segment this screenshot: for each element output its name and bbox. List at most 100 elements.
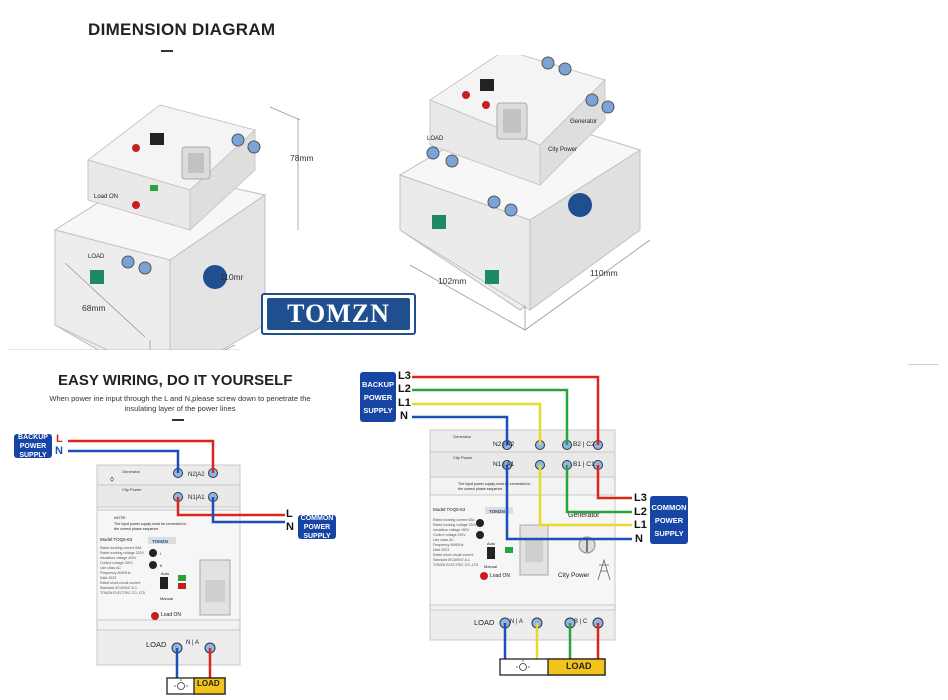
svg-text:the correct phase sequence: the correct phase sequence — [458, 487, 502, 491]
device-left: Load ON LOAD — [53, 104, 267, 350]
left-wire-in-l: L — [56, 433, 63, 445]
right-terminals-mid-right: B1 | C1 — [573, 461, 595, 468]
height-dimension-label: 78mm — [290, 153, 314, 163]
right-load-terminals-left: N | A — [510, 619, 523, 625]
svg-text:The input power supply must be: The input power supply must be connected… — [458, 482, 530, 486]
svg-text:City Power: City Power — [548, 147, 577, 153]
svg-text:Rated working current 63A: Rated working current 63A — [433, 518, 475, 522]
left-backup-power-tag: BACKUP POWER SUPPLY — [14, 434, 52, 459]
transmission-tower-icon — [597, 558, 611, 581]
right-terminals-mid-left: N1 | A1 — [493, 461, 515, 468]
svg-text:TOMZN: TOMZN — [489, 509, 505, 514]
svg-text:Auto: Auto — [161, 571, 170, 576]
svg-text:Auto: Auto — [487, 541, 496, 546]
svg-text:Generator: Generator — [570, 119, 597, 125]
svg-text:Frequency 50/60Hz: Frequency 50/60Hz — [433, 543, 464, 547]
left-load-terminal-label: LOAD — [146, 640, 167, 649]
svg-text:I: I — [160, 551, 161, 556]
svg-text:Control voltage 220V: Control voltage 220V — [100, 561, 133, 565]
svg-text:Standard IEC60947-6-1: Standard IEC60947-6-1 — [100, 586, 137, 590]
depth-dimension-label: 68mm — [82, 303, 106, 313]
svg-text:Generator: Generator — [122, 469, 141, 474]
svg-text:N1|A1: N1|A1 — [188, 495, 205, 501]
svg-text:City Power: City Power — [122, 487, 142, 492]
svg-text:TOMZN: TOMZN — [152, 539, 168, 544]
svg-text:Date 2023: Date 2023 — [100, 576, 116, 580]
title-dash — [161, 50, 173, 52]
svg-text:Use class AC: Use class AC — [100, 566, 121, 570]
svg-text:TOMZN ELECTRIC CO.,LTD.: TOMZN ELECTRIC CO.,LTD. — [100, 591, 146, 595]
knob-icon — [578, 536, 596, 554]
svg-text:City Power: City Power — [558, 572, 590, 579]
dimension-illustrations: Load ON LOAD City Power Generator LOAD — [8, 55, 651, 350]
right-wiring-diagram: Generator City Power Generator City Powe… — [412, 375, 632, 676]
right-wire-in-l3: L3 — [398, 370, 411, 382]
right-wire-out-n: N — [635, 533, 643, 545]
svg-text:Load ON: Load ON — [94, 194, 118, 200]
device-right: City Power Generator LOAD — [398, 55, 642, 311]
wiring-title: EASY WIRING, DO IT YOURSELF — [58, 372, 293, 389]
svg-text:City Power: City Power — [453, 455, 473, 460]
svg-text:Manual: Manual — [160, 596, 173, 601]
svg-text:TOMZN ELECTRIC CO.,LTD.: TOMZN ELECTRIC CO.,LTD. — [433, 563, 479, 567]
lamp-icon — [516, 660, 530, 671]
svg-text:Standard IEC60947-6-1: Standard IEC60947-6-1 — [433, 558, 470, 562]
svg-text:the correct phase sequence: the correct phase sequence — [114, 527, 158, 531]
right-common-power-tag: COMMON POWER SUPPLY — [650, 496, 688, 544]
svg-text:Frequency 50/60Hz: Frequency 50/60Hz — [100, 571, 131, 575]
right-wire-in-l1: L1 — [398, 397, 411, 409]
svg-text:Use class AC: Use class AC — [433, 538, 454, 542]
brand-logo: TOMZN — [261, 293, 416, 335]
svg-text:NOTE:: NOTE: — [114, 515, 126, 520]
left-wire-in-n: N — [55, 445, 63, 457]
wiring-subtitle: When power ine input through the L and N… — [49, 394, 311, 413]
svg-text:Manual: Manual — [484, 564, 497, 569]
brand-logo-inner: TOMZN — [267, 298, 410, 330]
dimension-diagram-title: DIMENSION DIAGRAM — [88, 20, 276, 39]
left-load-box-label: LOAD — [197, 679, 220, 688]
svg-text:Generator: Generator — [453, 434, 472, 439]
right-wire-out-l3: L3 — [634, 492, 647, 504]
length-dimension-label: 110mr — [220, 272, 244, 282]
svg-text:Date 2023: Date 2023 — [433, 548, 449, 552]
left-load-terminals: N | A — [186, 640, 199, 646]
svg-text:LOAD: LOAD — [427, 136, 444, 142]
right-terminals-top-left: N2 | A2 — [493, 441, 515, 448]
svg-text:Generator: Generator — [568, 512, 600, 519]
wiring-title-dash — [172, 419, 184, 421]
left-common-power-tag: COMMON POWER SUPPLY — [298, 515, 336, 540]
right-load-terminal-label: LOAD — [474, 618, 495, 627]
right-depth-dimension-label: 102mm — [438, 276, 467, 286]
right-load-on-label: Load ON — [490, 573, 511, 579]
brand-logo-text: TOMZN — [287, 299, 390, 328]
right-terminals-top-right: B2 | C2 — [573, 441, 595, 448]
svg-text:Rated working voltage 220V: Rated working voltage 220V — [100, 551, 144, 555]
svg-text:LOAD: LOAD — [88, 254, 105, 260]
left-load-on-label: Load ON — [161, 612, 182, 618]
svg-text:Insulation voltage 400V: Insulation voltage 400V — [100, 556, 137, 560]
svg-text:II: II — [160, 563, 162, 568]
right-wire-out-l1: L1 — [634, 519, 647, 531]
left-wiring-diagram: Generator ⛭ City Power N2|A2 N1|A1 NOTE:… — [68, 439, 285, 695]
right-backup-power-tag: BACKUP POWER SUPPLY — [360, 372, 396, 422]
svg-text:Rated working current 63A: Rated working current 63A — [100, 546, 142, 550]
svg-text:Rated short-circuit current: Rated short-circuit current — [100, 581, 140, 585]
svg-text:Rated working voltage 220V: Rated working voltage 220V — [433, 523, 477, 527]
right-length-dimension-label: 110mm — [590, 268, 618, 278]
svg-text:N2|A2: N2|A2 — [188, 472, 205, 478]
left-wire-out-n: N — [286, 521, 294, 533]
svg-text:⛭: ⛭ — [110, 477, 114, 483]
svg-text:Control voltage 220V: Control voltage 220V — [433, 533, 466, 537]
right-wire-in-n: N — [400, 410, 408, 422]
right-wire-out-l2: L2 — [634, 506, 647, 518]
svg-text:Insulation voltage 400V: Insulation voltage 400V — [433, 528, 470, 532]
left-wire-out-l: L — [286, 508, 293, 520]
right-wire-in-l2: L2 — [398, 383, 411, 395]
lamp-icon — [174, 679, 188, 690]
edge-rule — [908, 364, 938, 365]
svg-text:The input power supply must be: The input power supply must be connected… — [114, 522, 186, 526]
svg-text:Model:TOQ6-63: Model:TOQ6-63 — [100, 537, 133, 542]
svg-text:Model:TOQ6-63: Model:TOQ6-63 — [433, 507, 466, 512]
svg-text:Rated short-circuit current: Rated short-circuit current — [433, 553, 473, 557]
right-load-box-label: LOAD — [566, 661, 592, 671]
